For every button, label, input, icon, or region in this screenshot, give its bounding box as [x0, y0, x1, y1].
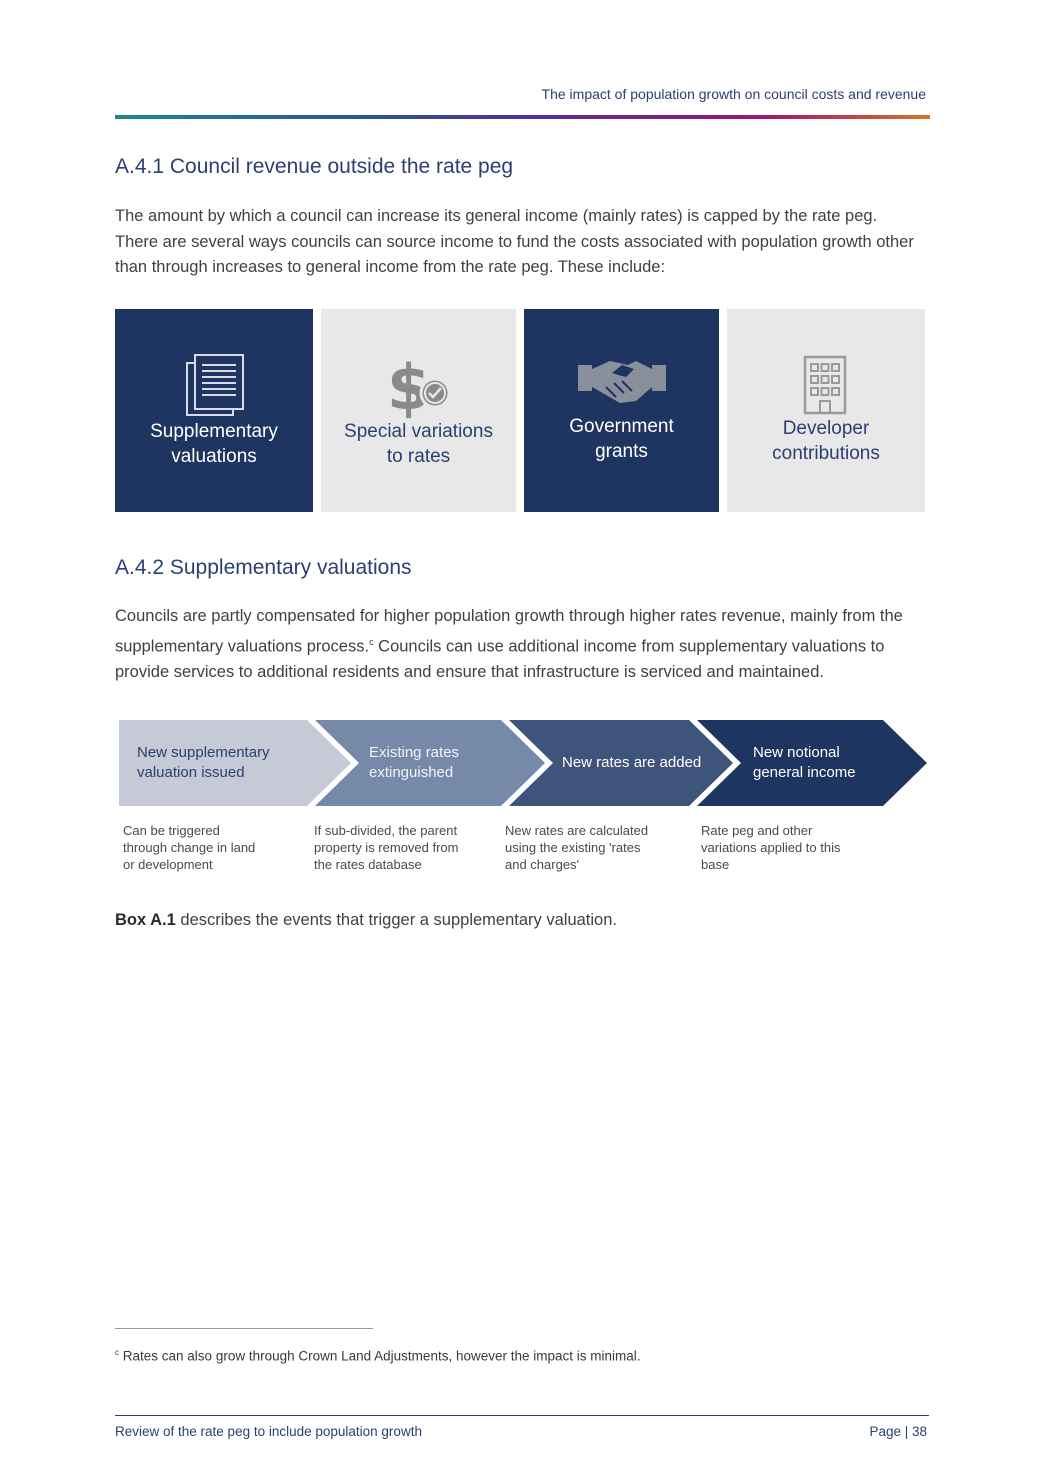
- desc-line: variations applied to this: [701, 840, 841, 855]
- footnote-text: Rates can also grow through Crown Land A…: [122, 1348, 641, 1364]
- body-text-part2: Councils can use additional income from …: [115, 637, 885, 681]
- section-a41-body: The amount by which a council can increa…: [115, 207, 914, 276]
- tile-special-variations: $ Special variations to rates: [321, 309, 516, 512]
- tile-label-line1: Government: [569, 416, 674, 437]
- tile-label-line1: Supplementary: [150, 421, 278, 442]
- footer-page-number: Page | 38: [869, 1424, 927, 1439]
- desc-line: and charges': [505, 857, 580, 872]
- section-heading-a41: A.4.1 Council revenue outside the rate p…: [115, 155, 514, 178]
- process-chevron-diagram: [119, 720, 927, 806]
- section-a42-body: Councils are partly compensated for high…: [115, 604, 905, 685]
- desc-line: or development: [123, 857, 213, 872]
- tile-label-line2: to rates: [386, 446, 451, 467]
- desc-line: New rates are calculated: [505, 823, 649, 838]
- desc-line: If sub-divided, the parent: [314, 823, 458, 838]
- footer-rule: [115, 1415, 929, 1416]
- footer-document-title: Review of the rate peg to include popula…: [115, 1424, 422, 1439]
- section-heading-a42: A.4.2 Supplementary valuations: [115, 556, 412, 579]
- desc-line: Can be triggered: [123, 823, 220, 838]
- footnote: c Rates can also grow through Crown Land…: [115, 1348, 641, 1364]
- desc-line: using the existing 'rates: [505, 840, 641, 855]
- step-label-line1: New supplementary: [137, 744, 270, 761]
- process-step-4-description: Rate peg and other variations applied to…: [701, 822, 876, 873]
- body-text-part1: Councils are partly compensated for high…: [115, 607, 903, 655]
- tile-developer-contributions: Developer contributions: [727, 309, 925, 512]
- tile-supplementary-valuations: Supplementary valuations: [115, 309, 313, 512]
- process-step-3-label: New rates are added: [562, 754, 702, 771]
- chevron-step-4: [697, 720, 927, 806]
- running-header: The impact of population growth on counc…: [541, 86, 926, 102]
- step-label-line2: extinguished: [369, 764, 454, 781]
- chevron-step-3: [509, 720, 733, 806]
- process-step-4-label: New notional general income: [753, 743, 856, 783]
- desc-line: Rate peg and other: [701, 823, 813, 838]
- desc-line: base: [701, 857, 730, 872]
- desc-line: the rates database: [314, 857, 422, 872]
- process-step-2-description: If sub-divided, the parent property is r…: [314, 822, 489, 873]
- tile-label-line2: grants: [595, 441, 648, 462]
- box-reference-sentence: Box A.1 describes the events that trigge…: [115, 908, 617, 934]
- box-reference-text: describes the events that trigger a supp…: [175, 911, 617, 929]
- box-link[interactable]: Box A.1: [115, 911, 176, 929]
- handshake-icon: [578, 361, 666, 403]
- step-label-line2: general income: [753, 764, 856, 781]
- building-icon: [803, 355, 847, 415]
- tile-label-line1: Developer: [782, 418, 870, 439]
- desc-line: through change in land: [123, 840, 256, 855]
- tile-label-line1: Special variations: [344, 421, 493, 442]
- process-step-2-label: Existing rates extinguished: [369, 743, 459, 783]
- footnote-divider: [115, 1328, 373, 1329]
- step-label-line2: valuation issued: [137, 764, 245, 781]
- dollar-check-icon: $: [387, 351, 451, 421]
- tile-label-line2: valuations: [171, 446, 257, 467]
- tile-label-line2: contributions: [772, 443, 880, 464]
- process-step-1-description: Can be triggered through change in land …: [123, 822, 298, 873]
- chevron-step-1: [119, 720, 351, 806]
- desc-line: property is removed from: [314, 840, 459, 855]
- header-gradient-rule: [115, 115, 930, 119]
- document-icon: [186, 354, 244, 416]
- step-label-line1: New notional: [753, 744, 840, 761]
- process-step-1-label: New supplementary valuation issued: [137, 743, 270, 783]
- step-label-line1: Existing rates: [369, 744, 460, 761]
- chevron-step-2: [315, 720, 545, 806]
- footnote-mark: c: [115, 1348, 119, 1357]
- process-step-3-description: New rates are calculated using the exist…: [505, 822, 680, 873]
- tile-government-grants: Government grants: [524, 309, 719, 512]
- footnote-reference: c: [369, 636, 374, 647]
